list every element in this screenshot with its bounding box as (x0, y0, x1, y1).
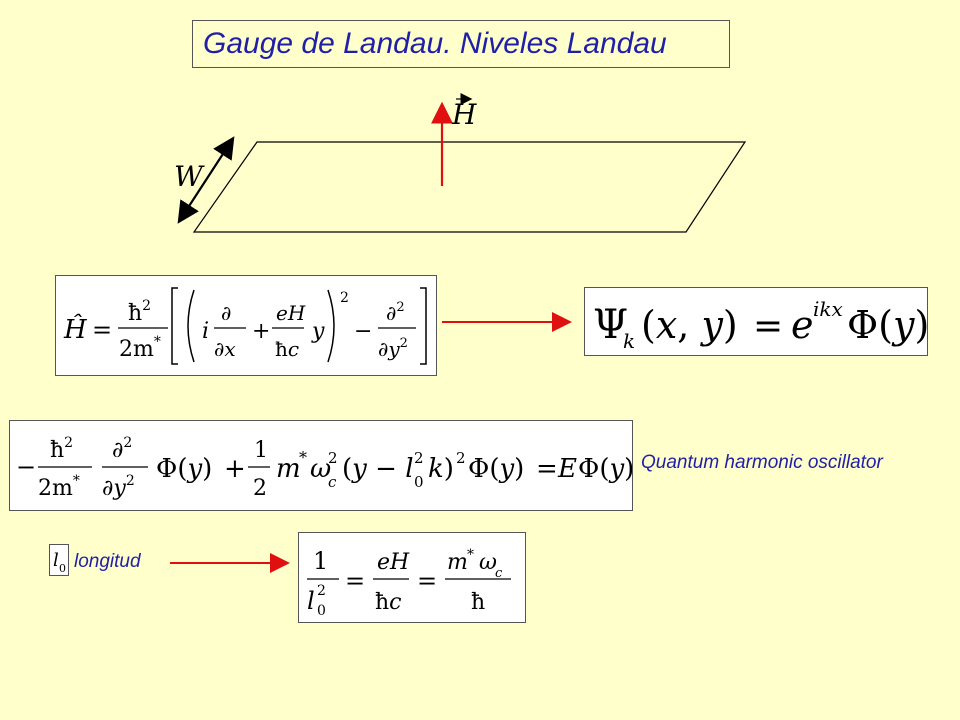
svg-text:k): k) (428, 454, 454, 484)
w-double-arrow (177, 136, 235, 224)
svg-text:0: 0 (414, 473, 424, 491)
svg-text:∂y2: ∂y2 (102, 473, 135, 501)
length-equation: 1 l 2 0 = eH ħc = m * ω c ħ (298, 532, 526, 623)
svg-text:2: 2 (253, 476, 267, 501)
svg-text:e: e (791, 303, 814, 347)
svg-text:(y − l: (y − l (342, 454, 414, 484)
svg-text:2m*: 2m* (119, 334, 161, 362)
arrow-to-length-equation (170, 553, 290, 573)
oscillator-label: Quantum harmonic oscillator (641, 452, 883, 473)
svg-text:−: − (16, 453, 36, 481)
svg-text:E: E (557, 454, 577, 484)
svg-text:∂2: ∂2 (112, 435, 132, 463)
svg-text:l: l (53, 550, 59, 571)
svg-text:Φ(y): Φ(y) (468, 454, 524, 484)
svg-text:*: * (467, 547, 474, 563)
svg-text:Ĥ: Ĥ (63, 313, 88, 345)
svg-text:=: = (417, 567, 437, 595)
plane-parallelogram (192, 141, 747, 233)
arrow-to-wavefunction (442, 312, 572, 332)
svg-text:=: = (92, 316, 112, 344)
svg-text:1: 1 (254, 438, 268, 463)
svg-text:Ψ: Ψ (593, 302, 628, 348)
svg-text:ħ2: ħ2 (50, 435, 73, 463)
svg-text:Φ(y): Φ(y) (156, 454, 212, 484)
svg-text:2: 2 (414, 449, 424, 467)
svg-text:(x, y): (x, y) (641, 303, 738, 347)
svg-text:1: 1 (313, 547, 328, 575)
svg-text:eH: eH (276, 301, 306, 325)
svg-text:+: + (252, 319, 270, 344)
svg-text:c: c (328, 473, 337, 491)
svg-text:ikx: ikx (813, 297, 843, 321)
svg-text:c: c (495, 566, 503, 581)
svg-text:=: = (753, 306, 783, 347)
svg-text:k: k (623, 329, 635, 353)
svg-text:i: i (202, 319, 209, 344)
schrodinger-equation: − ħ2 2m* ∂2 ∂y2 Φ(y) + 1 2 m * ω c 2 (y … (9, 420, 633, 511)
svg-text:∂: ∂ (221, 301, 231, 325)
svg-text:2m*: 2m* (38, 473, 80, 501)
plane-diagram: W H (174, 93, 747, 233)
svg-text:ω: ω (310, 454, 331, 484)
svg-text:ħc: ħc (375, 590, 402, 615)
svg-text:Φ(y): Φ(y) (847, 303, 927, 347)
page-title: Gauge de Landau. Niveles Landau (203, 27, 667, 60)
svg-text:ħ2: ħ2 (128, 298, 151, 326)
svg-text:m: m (447, 550, 468, 575)
w-label: W (174, 160, 205, 193)
svg-text:m: m (276, 454, 301, 484)
wavefunction-equation: Ψ k (x, y) = e ikx Φ(y) (584, 287, 928, 356)
svg-text:ħ: ħ (471, 590, 485, 615)
svg-text:*: * (299, 448, 307, 467)
longitud-label: longitud (74, 551, 141, 572)
svg-text:−: − (354, 319, 372, 344)
svg-text:2: 2 (317, 583, 326, 599)
svg-text:0: 0 (59, 562, 66, 575)
hamiltonian-equation: Ĥ = ħ2 2m* i ∂ ∂x + eH ħc y 2 − ∂2 ∂y2 (55, 275, 437, 376)
svg-text:=: = (536, 454, 558, 484)
svg-text:2: 2 (328, 449, 338, 467)
svg-text:∂x: ∂x (214, 337, 236, 361)
svg-text:∂y2: ∂y2 (378, 336, 408, 361)
svg-text:+: + (224, 454, 246, 484)
svg-text:eH: eH (377, 550, 410, 575)
svg-text:∂2: ∂2 (386, 300, 405, 325)
svg-text:2: 2 (340, 290, 349, 306)
title-box: Gauge de Landau. Niveles Landau (192, 20, 730, 68)
svg-text:l: l (307, 587, 315, 615)
svg-text:Φ(y): Φ(y) (578, 454, 632, 484)
svg-text:=: = (345, 567, 365, 595)
svg-text:2: 2 (456, 449, 466, 467)
svg-text:y: y (311, 319, 325, 344)
l0-symbol-box: l 0 (49, 544, 69, 576)
svg-text:0: 0 (317, 603, 326, 619)
svg-text:ħc: ħc (275, 337, 299, 361)
svg-text:ω: ω (479, 550, 497, 575)
h-label: H (451, 98, 477, 131)
